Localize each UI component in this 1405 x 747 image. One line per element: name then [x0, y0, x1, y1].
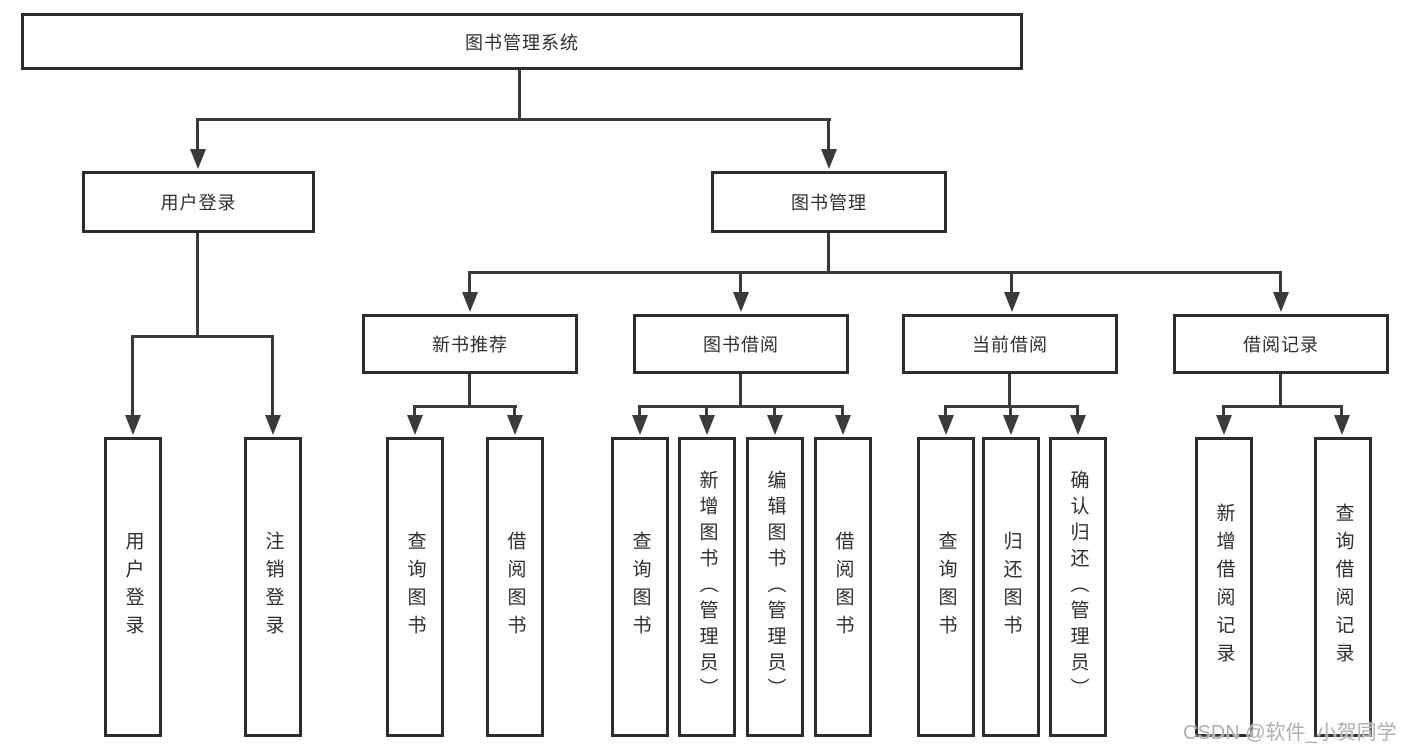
arrowhead-login-leaf — [125, 415, 141, 435]
connector-new-book-stem — [468, 374, 471, 407]
connector-stem-bb-query — [638, 405, 641, 419]
node-label: 图书管理 — [791, 193, 867, 213]
connector-stem-current-borrow — [1010, 271, 1013, 294]
connector-stem-logout-leaf — [271, 335, 274, 417]
node-label: 新书推荐 — [432, 335, 508, 355]
arrowhead-nb-borrow — [507, 415, 523, 435]
arrowhead-cb-return — [1003, 415, 1019, 435]
connector-stem-login-leaf — [131, 335, 134, 417]
arrowhead-current-borrow — [1004, 292, 1020, 312]
connector-current-borrow-stem — [1008, 374, 1011, 407]
connector-stem-bb-edit — [773, 405, 776, 419]
leaf-user-login: 用户登录 — [104, 437, 162, 737]
arrowhead-book-mgmt — [821, 149, 837, 169]
connector-book-borrow-branch — [638, 405, 844, 408]
arrowhead-logout-leaf — [265, 415, 281, 435]
arrowhead-br-query — [1334, 415, 1350, 435]
connector-book-borrow-stem — [739, 374, 742, 407]
connector-stem-nb-query — [413, 405, 416, 419]
node-label: 借阅记录 — [1243, 335, 1319, 355]
arrowhead-bb-edit — [767, 415, 783, 435]
leaf-label: 查询图书 — [404, 531, 426, 643]
connector-stem-cb-return — [1009, 405, 1012, 419]
leaf-br-add-record: 新增借阅记录 — [1195, 437, 1253, 737]
leaf-bb-query-books: 查询图书 — [611, 437, 669, 737]
connector-stem-user-login — [196, 118, 199, 153]
leaf-label: 注销登录 — [262, 531, 284, 643]
node-label: 图书管理系统 — [465, 32, 579, 53]
csdn-watermark: CSDN @软件_小贺同学 — [1183, 722, 1397, 744]
arrowhead-user-login — [190, 149, 206, 169]
arrowhead-new-book — [462, 292, 478, 312]
leaf-label: 编辑图书（管理员） — [764, 470, 786, 704]
leaf-label: 用户登录 — [122, 531, 144, 643]
leaf-bb-add-books-admin: 新增图书（管理员） — [678, 437, 736, 737]
arrowhead-bb-query — [632, 415, 648, 435]
leaf-label: 借阅图书 — [832, 531, 854, 643]
connector-stem-book-borrow — [739, 271, 742, 294]
connector-book-mgmt-branch — [468, 271, 1281, 274]
connector-borrow-record-branch — [1222, 405, 1343, 408]
leaf-label: 查询图书 — [935, 531, 957, 643]
arrowhead-bb-borrow — [835, 415, 851, 435]
node-label: 当前借阅 — [972, 335, 1048, 355]
connector-stem-br-query — [1340, 405, 1343, 419]
arrowhead-borrow-record — [1273, 292, 1289, 312]
connector-stem-borrow-record — [1279, 271, 1282, 294]
arrowhead-cb-confirm — [1070, 415, 1086, 435]
leaf-br-query-record: 查询借阅记录 — [1314, 437, 1372, 737]
node-new-book-recommend: 新书推荐 — [362, 314, 578, 374]
connector-stem-new-book — [468, 271, 471, 294]
connector-stem-cb-query — [944, 405, 947, 419]
connector-borrow-record-stem — [1279, 374, 1282, 407]
connector-stem-bb-add — [705, 405, 708, 419]
arrowhead-bb-add — [699, 415, 715, 435]
leaf-label: 归还图书 — [1000, 531, 1022, 643]
arrowhead-book-borrow — [733, 292, 749, 312]
leaf-cb-query-books: 查询图书 — [917, 437, 975, 737]
leaf-label: 确认归还（管理员） — [1067, 470, 1089, 704]
leaf-cb-confirm-return-admin: 确认归还（管理员） — [1049, 437, 1107, 737]
arrowhead-br-add — [1216, 415, 1232, 435]
node-book-borrowing: 图书借阅 — [633, 314, 849, 374]
connector-new-book-branch — [413, 405, 517, 408]
connector-stem-cb-confirm — [1076, 405, 1079, 419]
leaf-nb-query-books: 查询图书 — [386, 437, 444, 737]
connector-stem-br-add — [1222, 405, 1225, 419]
leaf-logout: 注销登录 — [244, 437, 302, 737]
leaf-label: 查询借阅记录 — [1332, 503, 1354, 671]
connector-user-login-stem — [196, 233, 199, 337]
connector-stem-bb-borrow — [841, 405, 844, 419]
node-book-management: 图书管理 — [711, 171, 947, 233]
leaf-bb-borrow-books: 借阅图书 — [814, 437, 872, 737]
leaf-label: 新增图书（管理员） — [696, 470, 718, 704]
arrowhead-cb-query — [938, 415, 954, 435]
node-borrow-records: 借阅记录 — [1173, 314, 1389, 374]
connector-book-mgmt-stem — [827, 233, 830, 273]
node-current-borrowing: 当前借阅 — [902, 314, 1118, 374]
leaf-cb-return-books: 归还图书 — [982, 437, 1040, 737]
connector-root-stem — [518, 70, 521, 120]
connector-root-branch — [197, 118, 831, 121]
node-label: 图书借阅 — [703, 335, 779, 355]
node-label: 用户登录 — [160, 193, 237, 213]
connector-stem-book-mgmt — [827, 118, 830, 153]
leaf-bb-edit-books-admin: 编辑图书（管理员） — [746, 437, 804, 737]
node-user-login: 用户登录 — [82, 171, 315, 233]
leaf-label: 查询图书 — [629, 531, 651, 643]
leaf-label: 借阅图书 — [504, 531, 526, 643]
arrowhead-nb-query — [407, 415, 423, 435]
leaf-nb-borrow-books: 借阅图书 — [486, 437, 544, 737]
leaf-label: 新增借阅记录 — [1213, 503, 1235, 671]
connector-stem-nb-borrow — [513, 405, 516, 419]
connector-user-login-branch — [131, 335, 273, 338]
node-root-library-system: 图书管理系统 — [21, 13, 1023, 70]
